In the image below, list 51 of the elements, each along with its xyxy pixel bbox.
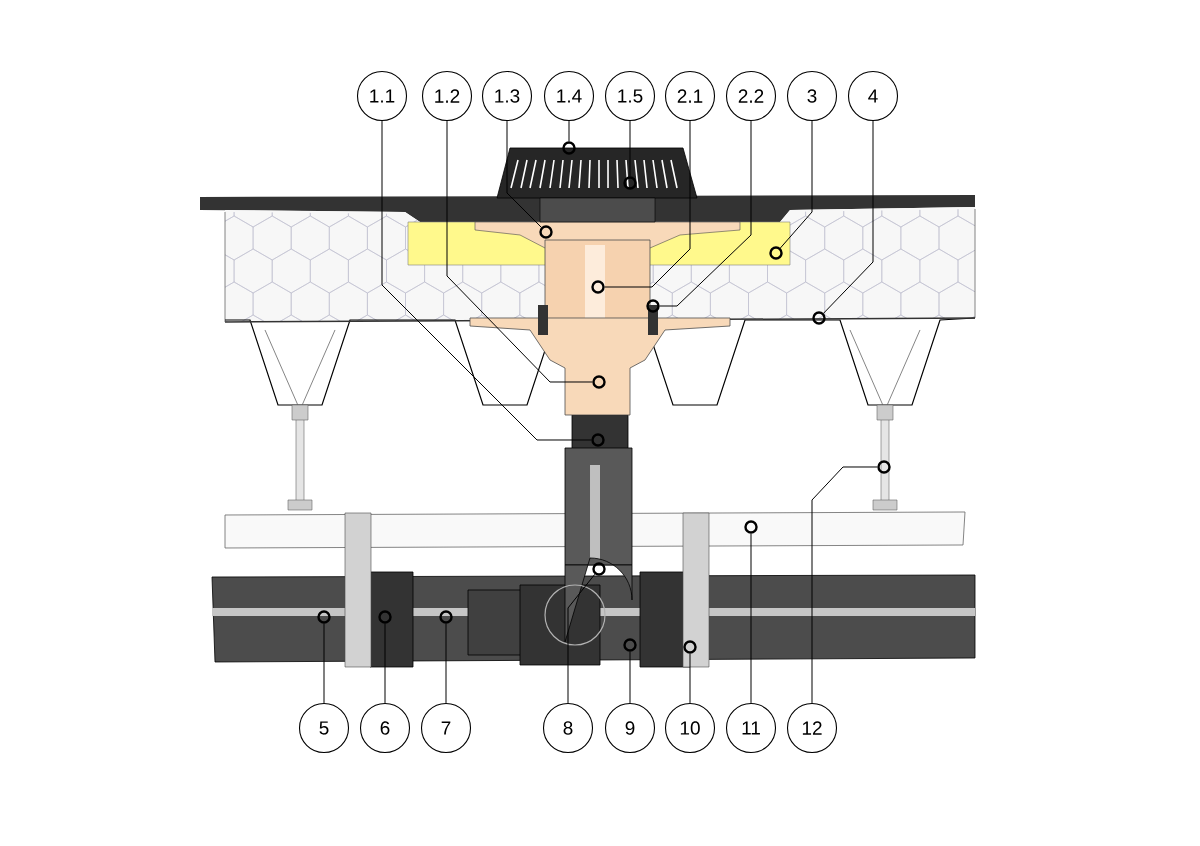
callout-number: 10 (664, 702, 716, 754)
callout-number: 11 (725, 702, 777, 754)
target-ring (877, 460, 891, 474)
leader-line (323, 623, 325, 704)
leader-line (381, 120, 592, 441)
callout-number: 2.1 (664, 70, 716, 122)
target-ring (591, 433, 605, 447)
leader-line (779, 120, 813, 249)
target-ring (769, 246, 783, 260)
target-ring (592, 375, 606, 389)
callout-number: 7 (420, 702, 472, 754)
callout-number: 1.1 (356, 70, 408, 122)
callout-number: 4 (847, 70, 899, 122)
leader-line (445, 623, 447, 704)
callout-number: 8 (542, 702, 594, 754)
target-ring (592, 562, 606, 576)
leader-line (659, 120, 752, 307)
leader-line (568, 120, 570, 142)
callout-number: 5 (298, 702, 350, 754)
leader-line (629, 120, 631, 177)
callout-number: 1.4 (543, 70, 595, 122)
callout-number: 1.5 (604, 70, 656, 122)
leader-line (384, 623, 386, 704)
leader-line (750, 533, 752, 704)
target-ring (591, 280, 605, 294)
leader-line (446, 120, 593, 383)
target-ring (646, 299, 660, 313)
leader-line (629, 651, 631, 704)
target-ring (683, 640, 697, 654)
target-ring (623, 638, 637, 652)
target-ring (562, 141, 576, 155)
target-ring (539, 225, 553, 239)
callout-number: 9 (604, 702, 656, 754)
leader-line (506, 120, 542, 228)
target-ring (623, 176, 637, 190)
leader-line (823, 120, 874, 314)
callout-number: 2.2 (725, 70, 777, 122)
leader-line (567, 573, 596, 704)
target-ring (812, 311, 826, 325)
target-ring (317, 610, 331, 624)
leader-line (689, 653, 691, 704)
target-ring (378, 610, 392, 624)
target-ring (439, 610, 453, 624)
callout-number: 1.2 (421, 70, 473, 122)
target-ring (744, 520, 758, 534)
callout-number: 1.3 (481, 70, 533, 122)
callout-number: 12 (786, 702, 838, 754)
callout-number: 3 (786, 70, 838, 122)
leader-line (811, 466, 878, 704)
callout-number: 6 (359, 702, 411, 754)
leader-line (604, 120, 691, 288)
